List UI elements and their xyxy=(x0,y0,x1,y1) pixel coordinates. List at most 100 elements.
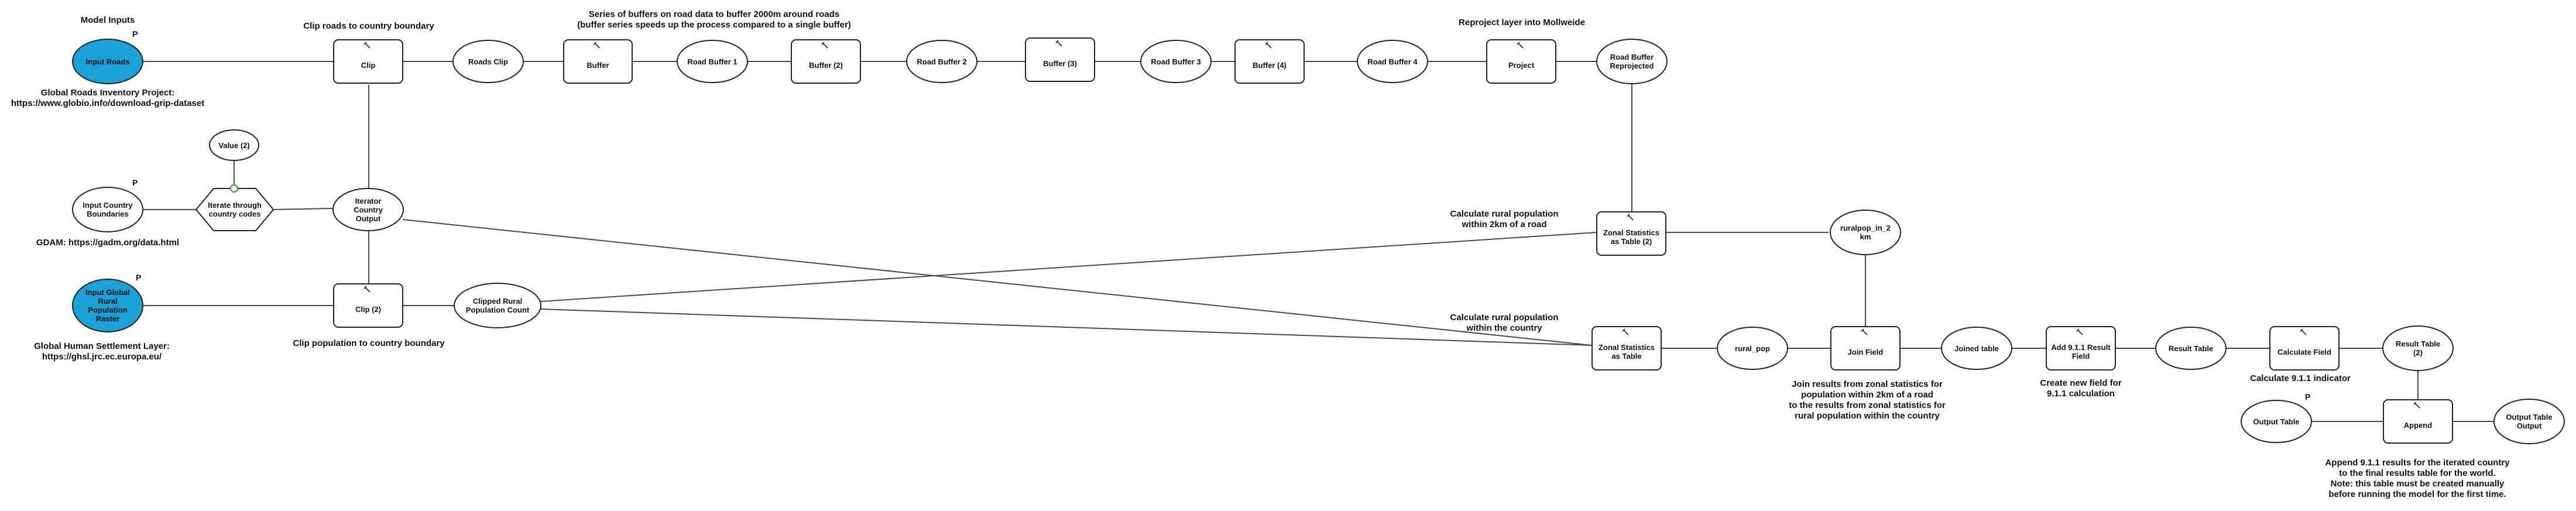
node-zonal2 xyxy=(1596,211,1666,256)
label-zonal2: Zonal Statistics as Table (2) xyxy=(1603,228,1660,246)
node-output-table xyxy=(2241,400,2312,443)
label-result-table2: Result Table (2) xyxy=(2395,339,2441,357)
annotation-calc-indicator: Calculate 9.1.1 indicator xyxy=(2250,373,2351,383)
node-joined-table xyxy=(1941,327,2012,370)
label-add-field: Add 9.1.1 Result Field xyxy=(2051,343,2111,361)
annotation-append-results: Append 9.1.1 results for the iterated co… xyxy=(2325,458,2510,499)
hammer-icon xyxy=(2413,402,2420,409)
node-value2 xyxy=(209,129,259,161)
node-road-buffer-4 xyxy=(1357,40,1428,83)
label-road-buffer-2: Road Buffer 2 xyxy=(917,57,967,66)
node-buffer2 xyxy=(791,39,861,84)
label-joined-table: Joined table xyxy=(1954,344,1999,353)
annotation-reproject: Reproject layer into Mollweide xyxy=(1459,18,1585,28)
node-road-buffer-3 xyxy=(1140,40,1212,83)
hammer-icon xyxy=(1055,40,1062,47)
node-output-table-output xyxy=(2493,399,2565,444)
hammer-icon xyxy=(363,42,371,49)
hammer-icon xyxy=(2076,328,2083,335)
param-flag-roads: P xyxy=(132,29,138,39)
label-buffer4: Buffer (4) xyxy=(1253,60,1287,70)
label-result-table: Result Table xyxy=(2168,344,2214,353)
label-buffer: Buffer xyxy=(586,60,609,70)
label-input-pop: Input Global Rural Population Raster xyxy=(85,288,130,323)
annotation-buffer-series: Series of buffers on road data to buffer… xyxy=(577,9,851,30)
hammer-icon xyxy=(1627,214,1634,221)
edge-iterator-zonal xyxy=(402,219,1593,346)
label-iterator-output: Iterator Country Output xyxy=(354,196,383,223)
hammer-icon xyxy=(1861,328,1868,335)
node-buffer4 xyxy=(1234,39,1305,84)
node-buffer3 xyxy=(1025,37,1095,82)
node-road-buffer-1 xyxy=(677,40,748,83)
label-calculate-field: Calculate Field xyxy=(2277,347,2331,356)
label-input-country: Input Country Boundaries xyxy=(83,201,133,218)
annotation-model-inputs: Model Inputs xyxy=(80,15,135,25)
node-iterator-output xyxy=(332,188,404,231)
label-clipped-rural: Clipped Rural Population Count xyxy=(465,297,530,314)
node-input-country xyxy=(72,187,143,232)
node-append xyxy=(2383,399,2453,444)
node-input-pop xyxy=(72,279,143,332)
node-add-field xyxy=(2046,326,2116,371)
label-road-buffer-4: Road Buffer 4 xyxy=(1367,57,1418,66)
annotation-grip: Global Roads Inventory Project: https://… xyxy=(11,88,205,108)
label-road-buffer-3: Road Buffer 3 xyxy=(1151,57,1201,66)
annotation-clip-roads: Clip roads to country boundary xyxy=(303,21,434,31)
label-road-buffer-1: Road Buffer 1 xyxy=(687,57,738,66)
annotation-join-results: Join results from zonal statistics for p… xyxy=(1789,379,1946,421)
node-clip2 xyxy=(333,283,403,328)
node-roads-clip xyxy=(452,40,524,83)
label-road-buffer-reprojected: Road Buffer Reprojected xyxy=(1610,53,1654,70)
nodes xyxy=(72,37,2565,444)
edge-clipped-zonal xyxy=(540,308,1593,346)
annotation-calc-rural-country: Calculate rural population within the co… xyxy=(1450,313,1559,333)
hammer-icon xyxy=(593,42,601,49)
label-zonal: Zonal Statistics as Table xyxy=(1598,343,1655,361)
param-flag-country: P xyxy=(132,178,138,187)
node-zonal xyxy=(1591,326,1662,371)
label-append: Append xyxy=(2403,420,2433,430)
label-join-field: Join Field xyxy=(1847,347,1884,356)
hammer-icon xyxy=(2300,328,2307,335)
label-buffer3: Buffer (3) xyxy=(1043,59,1077,68)
node-project xyxy=(1486,39,1556,84)
label-value2: Value (2) xyxy=(218,140,250,150)
label-clip2: Clip (2) xyxy=(355,304,382,314)
connectors xyxy=(142,61,2495,422)
label-input-roads: Input Roads xyxy=(85,57,130,66)
edge-iterate-iterator xyxy=(273,208,333,210)
hammer-icon xyxy=(363,286,371,293)
hammer-icon xyxy=(1517,42,1524,49)
param-flag-output-table: P xyxy=(2305,392,2311,402)
hammer-icon xyxy=(1622,328,1629,335)
node-calculate-field xyxy=(2269,326,2340,371)
param-flag-pop: P xyxy=(136,273,142,282)
node-result-table2 xyxy=(2382,325,2454,371)
node-iterate xyxy=(195,188,275,231)
node-rural-pop xyxy=(1717,327,1788,370)
annotation-clip-pop: Clip population to country boundary xyxy=(293,338,445,348)
node-input-roads xyxy=(72,39,143,84)
annotation-gadm: GDAM: https://gadm.org/data.html xyxy=(36,238,180,248)
node-road-buffer-reprojected xyxy=(1596,39,1668,84)
annotation-calc-rural-road: Calculate rural population within 2km of… xyxy=(1450,209,1559,229)
annotation-ghsl: Global Human Settlement Layer: https://g… xyxy=(34,341,170,362)
node-road-buffer-2 xyxy=(906,40,977,83)
label-roads-clip: Roads Clip xyxy=(468,57,508,66)
label-clip: Clip xyxy=(361,60,376,70)
node-clipped-rural xyxy=(454,283,541,328)
label-output-table-output: Output Table Output xyxy=(2506,413,2553,430)
hammer-icon xyxy=(821,42,828,49)
label-output-table: Output Table xyxy=(2253,417,2300,426)
label-ruralpop-2km: ruralpop_in_2 km xyxy=(1840,224,1891,241)
node-clip xyxy=(333,39,403,84)
label-rural-pop: rural_pop xyxy=(1735,344,1770,353)
node-buffer xyxy=(563,39,633,84)
label-buffer2: Buffer (2) xyxy=(809,60,843,70)
node-join-field xyxy=(1830,326,1901,371)
label-project: Project xyxy=(1508,60,1535,70)
tool-icons xyxy=(363,40,2420,409)
node-ruralpop-2km xyxy=(1830,210,1901,255)
